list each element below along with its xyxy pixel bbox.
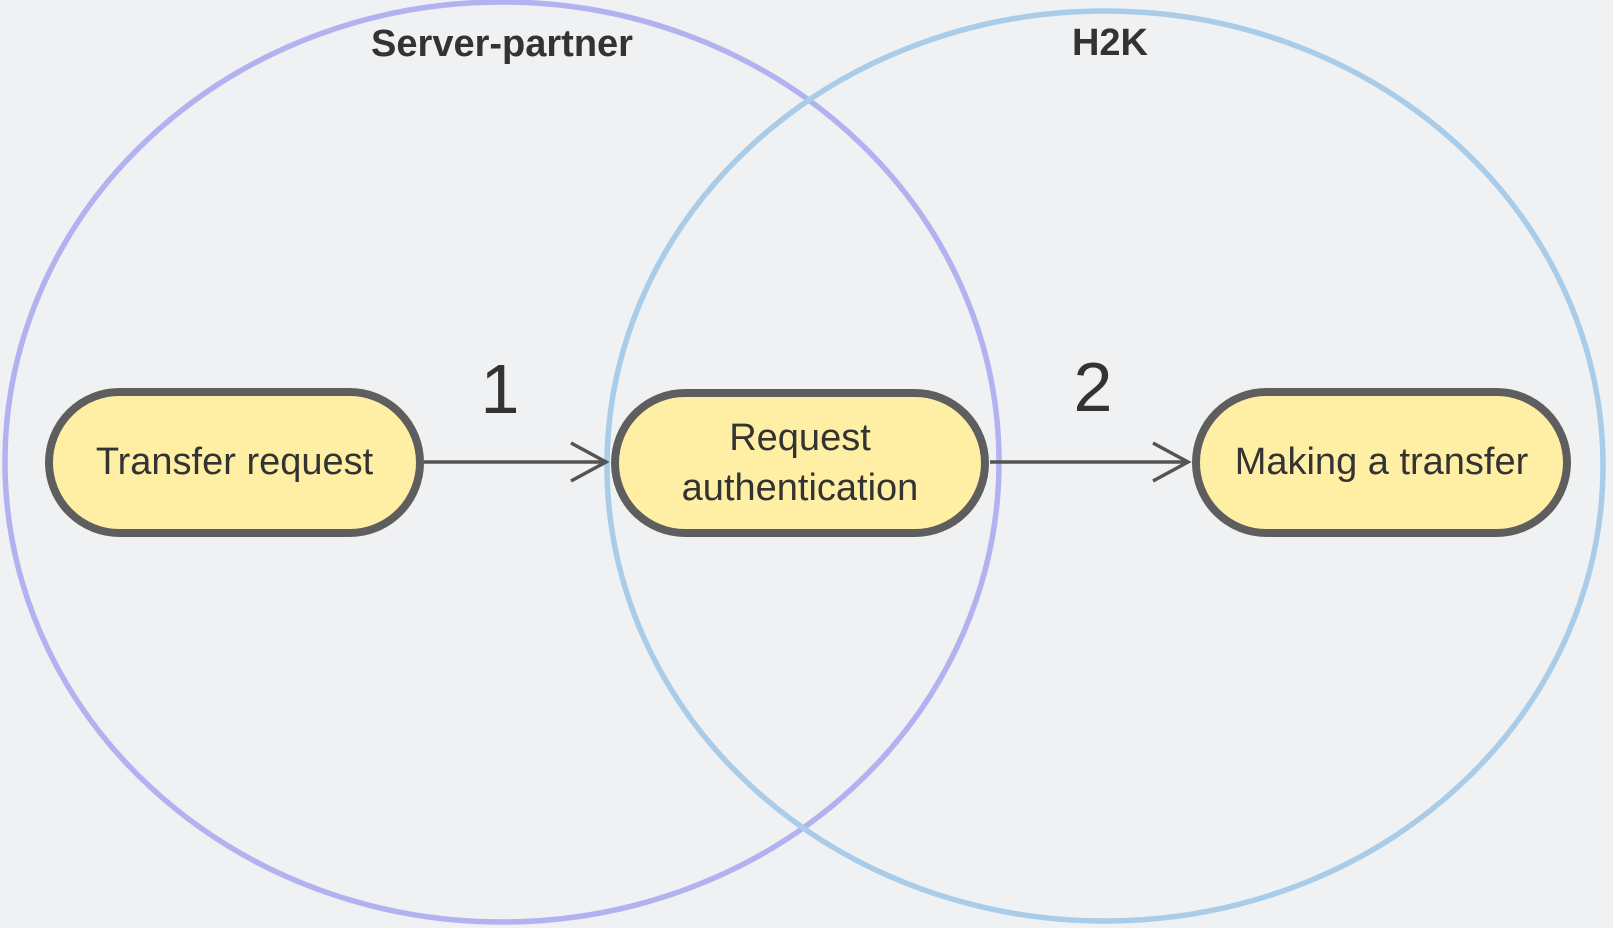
node-shape-transfer-request bbox=[45, 388, 424, 537]
node-shape-request-authentication bbox=[611, 389, 989, 537]
node-shape-making-a-transfer bbox=[1192, 388, 1571, 537]
